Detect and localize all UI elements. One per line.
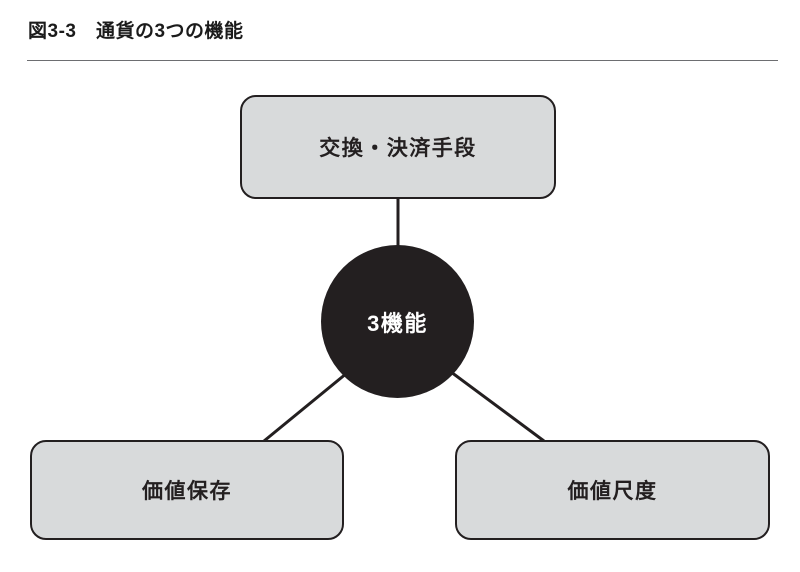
connector-center-to-measure	[450, 370, 545, 443]
node-measure-label: 価値尺度	[567, 480, 658, 503]
node-unit-of-account[interactable]: 価値尺度	[455, 440, 770, 540]
node-center-label: 3機能	[367, 310, 428, 336]
figure-title: 図3-3 通貨の3つの機能	[28, 21, 244, 42]
node-exchange-label: 交換・決済手段	[319, 137, 477, 160]
connector-center-to-store	[263, 371, 348, 443]
title-divider	[27, 60, 778, 61]
node-exchange-settlement[interactable]: 交換・決済手段	[240, 95, 556, 199]
node-three-functions[interactable]: 3機能	[321, 245, 474, 398]
node-store-label: 価値保存	[142, 480, 232, 503]
node-store-of-value[interactable]: 価値保存	[30, 440, 344, 540]
